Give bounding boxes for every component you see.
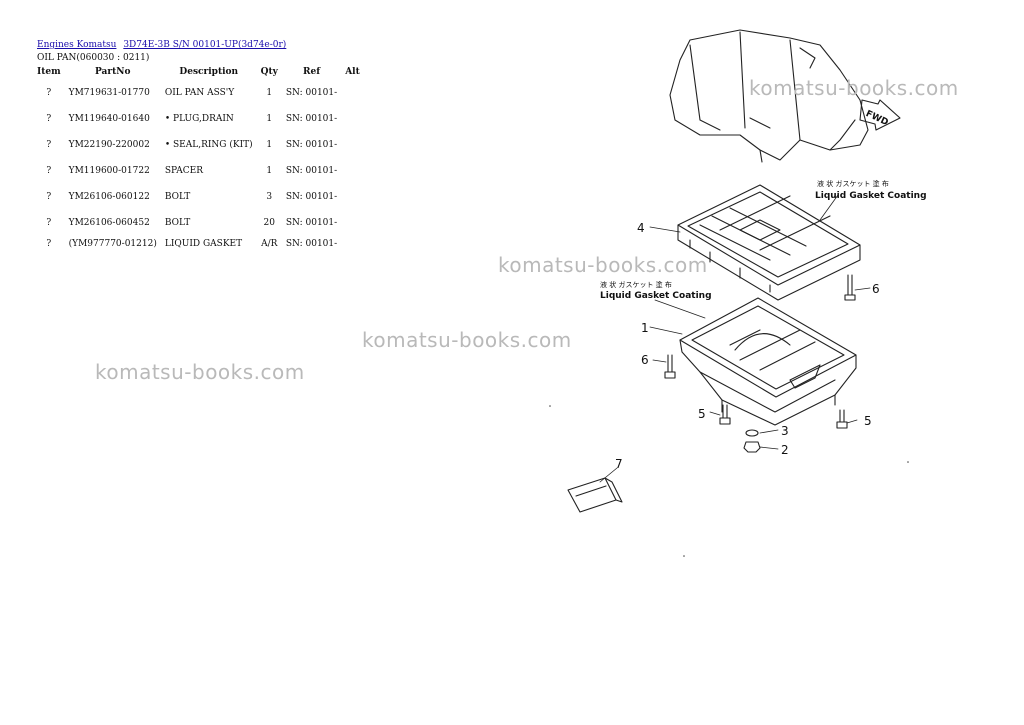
table-row: ? YM719631-01770 OIL PAN ASS'Y 1 SN: 001…	[33, 80, 364, 106]
cell-qty: 20	[263, 218, 275, 228]
oil-pan-drawing	[679, 297, 857, 426]
cell-description: SPACER	[164, 166, 203, 176]
cell-description: • SEAL,RING (KIT)	[164, 140, 253, 150]
cell-ref: SN: 00101-	[285, 218, 338, 228]
callout-5-left: 5	[698, 407, 706, 421]
cell-ref: SN: 00101-	[285, 192, 338, 202]
cell-partno: YM26106-060122	[68, 192, 150, 202]
drain-plug-drawing	[743, 441, 761, 453]
callout-1: 1	[641, 321, 649, 335]
bolt-5-left-drawing	[719, 404, 731, 425]
header-alt: Alt	[345, 67, 360, 77]
cell-item: ?	[46, 88, 52, 98]
seal-ring-drawing	[745, 429, 759, 437]
table-row: ? YM26106-060452 BOLT 20 SN: 00101-	[33, 210, 364, 236]
table-header-row: Item PartNo Description Qty Ref Alt	[33, 64, 364, 80]
callout-5-right: 5	[864, 414, 872, 428]
cell-partno: YM719631-01770	[68, 88, 150, 98]
gasket-note-jp-lower: 液 状 ガスケット 塗 布	[600, 280, 672, 289]
cell-qty: 1	[266, 114, 273, 124]
cell-description: • PLUG,DRAIN	[164, 114, 234, 124]
speck	[683, 555, 685, 557]
watermark: komatsu-books.com	[749, 76, 959, 100]
cell-item: ?	[46, 114, 52, 124]
cell-description: BOLT	[164, 218, 191, 228]
breadcrumb-link-engines[interactable]: Engines Komatsu	[37, 40, 117, 50]
fwd-label: FWD	[864, 109, 890, 128]
cell-item: ?	[46, 140, 52, 150]
cell-qty: 1	[266, 166, 273, 176]
bolt-6-left-drawing	[664, 354, 676, 379]
speck	[549, 405, 551, 407]
engine-block-drawing	[669, 29, 869, 163]
watermark: komatsu-books.com	[95, 360, 305, 384]
parts-table: Item PartNo Description Qty Ref Alt ? YM…	[33, 64, 364, 252]
cell-ref: SN: 00101-	[285, 239, 338, 249]
callout-4: 4	[637, 221, 645, 235]
cell-qty: A/R	[261, 239, 278, 249]
cell-partno: YM22190-220002	[68, 140, 150, 150]
cell-partno: YM119640-01640	[68, 114, 150, 124]
callout-7: 7	[615, 457, 623, 471]
gasket-note-upper: Liquid Gasket Coating	[815, 191, 927, 201]
table-row: ? YM119640-01640 • PLUG,DRAIN 1 SN: 0010…	[33, 106, 364, 132]
table-row: ? YM26106-060122 BOLT 3 SN: 00101-	[33, 184, 364, 210]
cell-ref: SN: 00101-	[285, 88, 338, 98]
watermark: komatsu-books.com	[498, 253, 708, 277]
cell-ref: SN: 00101-	[285, 140, 338, 150]
cell-ref: SN: 00101-	[285, 166, 338, 176]
bolt-5-right-drawing	[836, 409, 848, 429]
cell-item: ?	[46, 239, 52, 249]
cell-item: ?	[46, 192, 52, 202]
cell-description: BOLT	[164, 192, 191, 202]
table-row: ? YM22190-220002 • SEAL,RING (KIT) 1 SN:…	[33, 132, 364, 158]
table-row: ? YM119600-01722 SPACER 1 SN: 00101-	[33, 158, 364, 184]
header-item: Item	[37, 67, 61, 77]
section-title: OIL PAN(060030 : 0211)	[37, 53, 150, 63]
gasket-note-jp-upper: 液 状 ガスケット 塗 布	[817, 179, 889, 188]
cell-description: OIL PAN ASS'Y	[164, 88, 235, 98]
breadcrumb-link-model[interactable]: 3D74E-3B S/N 00101-UP(3d74e-0r)	[123, 40, 287, 50]
callout-3: 3	[781, 424, 789, 438]
cell-partno: YM26106-060452	[68, 218, 150, 228]
cell-qty: 3	[266, 192, 273, 202]
cell-partno: YM119600-01722	[68, 166, 150, 176]
header-ref: Ref	[303, 67, 321, 77]
gasket-tube-drawing	[567, 477, 623, 513]
cell-ref: SN: 00101-	[285, 114, 338, 124]
cell-qty: 1	[266, 140, 273, 150]
cell-item: ?	[46, 218, 52, 228]
cell-item: ?	[46, 166, 52, 176]
cell-description: LIQUID GASKET	[164, 239, 243, 249]
cell-qty: 1	[266, 88, 273, 98]
callout-2: 2	[781, 443, 789, 457]
watermark: komatsu-books.com	[362, 328, 572, 352]
fwd-arrow-icon	[859, 99, 901, 131]
bolt-6-upper-drawing	[844, 274, 856, 301]
speck	[907, 461, 909, 463]
header-qty: Qty	[260, 67, 278, 77]
cell-partno: (YM977770-01212)	[68, 239, 157, 249]
breadcrumb: Engines Komatsu 3D74E-3B S/N 00101-UP(3d…	[37, 40, 290, 50]
table-row: ? (YM977770-01212) LIQUID GASKET A/R SN:…	[33, 236, 364, 252]
callout-6-left: 6	[641, 353, 649, 367]
header-description: Description	[179, 67, 239, 77]
header-partno: PartNo	[94, 67, 131, 77]
callout-6-upper: 6	[872, 282, 880, 296]
gasket-note-lower: Liquid Gasket Coating	[600, 291, 712, 301]
leader-lines	[599, 194, 871, 483]
spacer-drawing	[677, 184, 861, 301]
